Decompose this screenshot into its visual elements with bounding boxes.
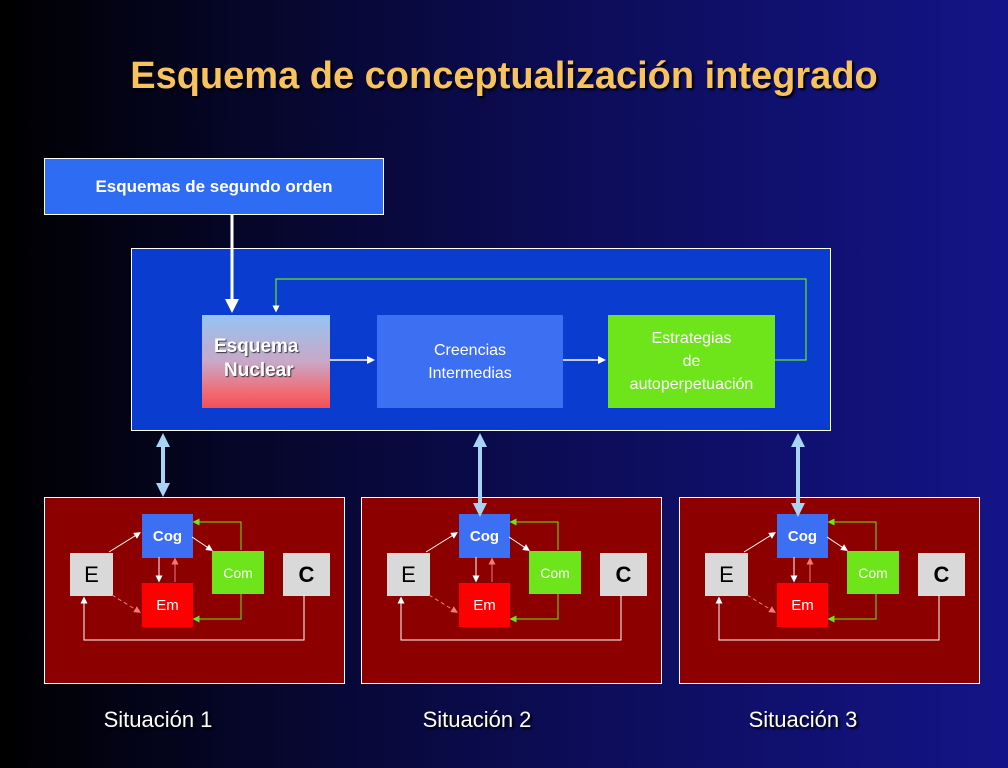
e-box: E	[387, 553, 430, 596]
strategies-box: Estrategias de autoperpetuación	[608, 315, 775, 408]
page-title: Esquema de conceptualización integrado	[130, 55, 878, 97]
cog-box: Cog	[459, 514, 510, 558]
e-box: E	[705, 553, 748, 596]
strategies-line2: de	[682, 353, 701, 370]
em-box: Em	[142, 583, 193, 627]
strategies-line3: autoperpetuación	[629, 376, 754, 393]
c-box: C	[283, 553, 330, 596]
situation-label-3: Situación 3	[748, 707, 858, 732]
core-schema-line2: Nuclear	[224, 360, 294, 381]
core-schema-line1: Esquema	[214, 336, 299, 357]
com-box: Com	[847, 551, 899, 594]
strategies-line1: Estrategias	[651, 330, 732, 347]
em-box: Em	[777, 583, 828, 627]
situation-1-connectors	[80, 518, 305, 641]
situation-3-connectors	[715, 518, 940, 641]
intermediate-beliefs-box: Creencias Intermedias	[377, 315, 563, 408]
situation-panel-1: E Cog Em Com C	[44, 497, 345, 684]
situation-label-2: Situación 2	[422, 707, 532, 732]
second-order-schemas-box: Esquemas de segundo orden	[44, 158, 384, 215]
core-schema-box: Esquema Nuclear	[202, 315, 330, 408]
intermediate-beliefs-line1: Creencias	[433, 341, 507, 359]
feedback-loop	[272, 278, 807, 361]
c-box: C	[600, 553, 647, 596]
com-box: Com	[529, 551, 581, 594]
situation-panel-3: E Cog Em Com C	[679, 497, 980, 684]
cog-box: Cog	[777, 514, 828, 558]
situation-2-connectors	[397, 518, 622, 641]
situation-panel-2: E Cog Em Com C	[361, 497, 662, 684]
e-box: E	[70, 553, 113, 596]
intermediate-beliefs-line2: Intermedias	[428, 364, 512, 382]
situation-label-1: Situación 1	[103, 707, 213, 732]
com-box: Com	[212, 551, 264, 594]
em-box: Em	[459, 583, 510, 627]
cog-box: Cog	[142, 514, 193, 558]
c-box: C	[918, 553, 965, 596]
